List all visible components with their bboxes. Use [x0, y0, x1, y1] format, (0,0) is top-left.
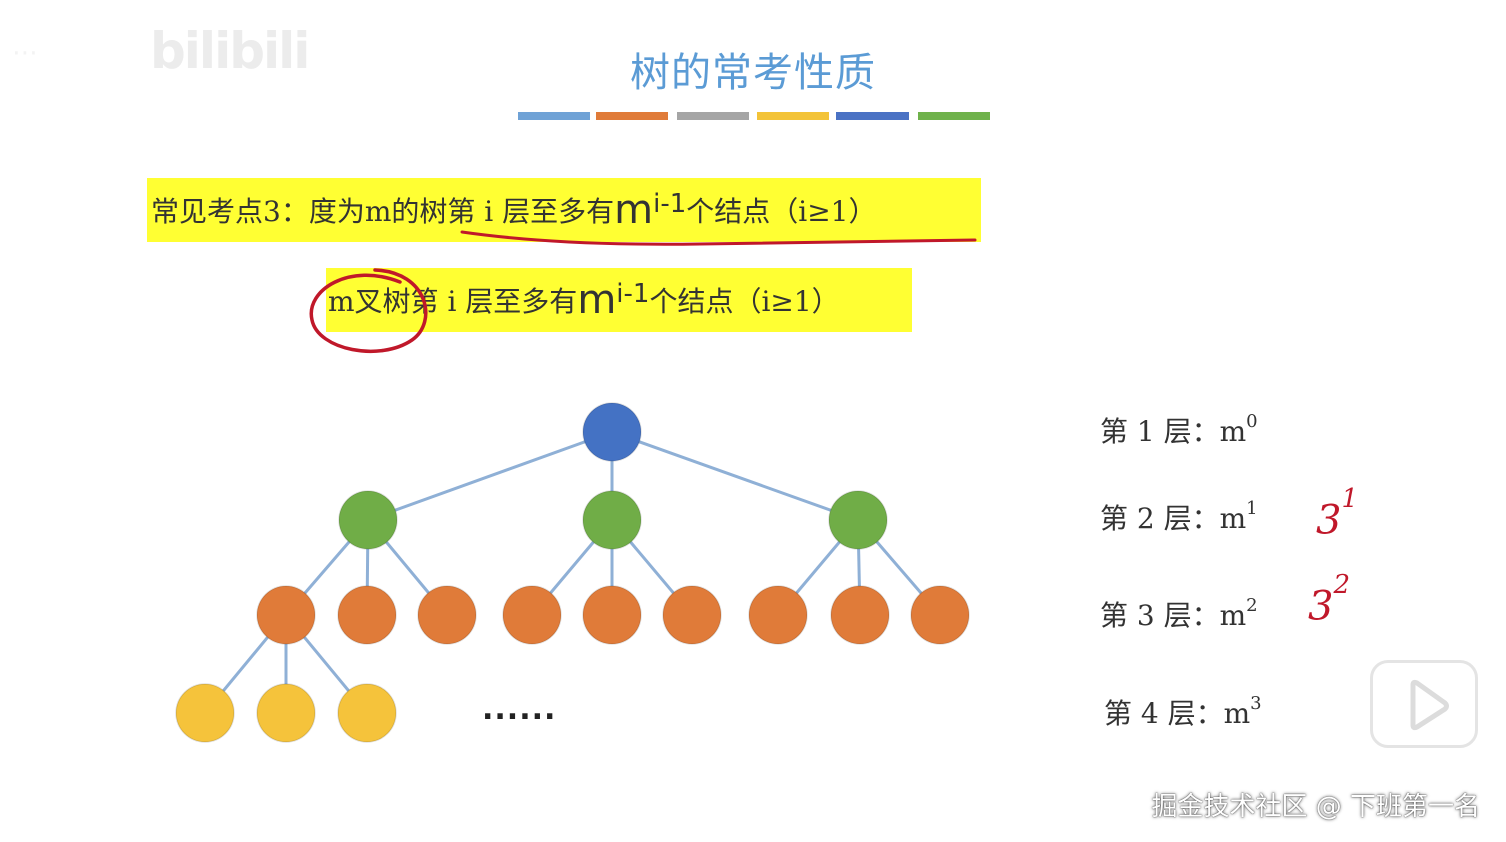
level-text: 第 2 层：m: [1100, 502, 1247, 535]
level-exponent: 2: [1246, 594, 1258, 616]
tree-node-level4: [337, 683, 397, 743]
tree-edge: [367, 430, 613, 522]
tree-node-level3: [662, 585, 722, 645]
level-2-label: 第 2 层：m1: [1100, 497, 1258, 537]
tree-nodes: [175, 402, 970, 743]
color-bar-segment: [918, 112, 990, 120]
annotation-base: 3: [1316, 497, 1342, 544]
annotation-exponent: 1: [1341, 484, 1358, 514]
level-exponent: 3: [1250, 692, 1262, 714]
ellipsis: ......: [482, 692, 557, 727]
level-text: 第 4 层：m: [1104, 697, 1251, 730]
tree-node-level2: [582, 490, 642, 550]
faded-watermark: ⋯: [12, 38, 38, 68]
tree-node-level3: [830, 585, 890, 645]
tree-edges: [203, 430, 942, 714]
circle-annotation: [309, 268, 428, 354]
level-1-label: 第 1 层：m0: [1100, 410, 1258, 450]
formula-exponent: i-1: [653, 189, 687, 219]
color-bar-segment: [836, 112, 909, 120]
color-bar-segment: [757, 112, 829, 120]
tree-node-level3: [748, 585, 808, 645]
formula-base: m: [614, 187, 654, 233]
statement-text: m叉树第 i 层至多有: [328, 285, 578, 318]
level-3-label: 第 3 层：m2: [1100, 594, 1258, 634]
tree-edge: [611, 430, 859, 522]
tree-node-level4: [175, 683, 235, 743]
play-button[interactable]: [1370, 660, 1478, 748]
formula-base: m: [577, 277, 617, 323]
level-text: 第 3 层：m: [1100, 599, 1247, 632]
handwritten-annotation: 32: [1308, 570, 1350, 630]
annotation-exponent: 2: [1333, 570, 1350, 600]
tree-node-level3: [417, 585, 477, 645]
level-exponent: 0: [1246, 410, 1258, 432]
underline-annotation: [460, 230, 977, 246]
watermark: 掘金技术社区 @ 下班第一名: [1151, 792, 1480, 822]
level-text: 第 1 层：m: [1100, 415, 1247, 448]
bilibili-logo: bilibili: [150, 22, 310, 80]
tree-node-level2: [828, 490, 888, 550]
tree-node-level4: [256, 683, 316, 743]
handwritten-annotation: 31: [1316, 484, 1358, 544]
tree-node-level3: [256, 585, 316, 645]
property-text: 个结点（i≥1）: [686, 195, 877, 228]
level-exponent: 1: [1246, 497, 1258, 519]
formula-exponent: i-1: [616, 279, 650, 309]
level-4-label: 第 4 层：m3: [1104, 692, 1262, 732]
color-bar-segment: [596, 112, 668, 120]
play-icon: [1410, 679, 1449, 731]
slide-title: 树的常考性质: [630, 50, 876, 96]
tree-node-level3: [337, 585, 397, 645]
property-text: 常见考点3：度为m的树第 i 层至多有: [151, 195, 615, 228]
tree-node-level3: [582, 585, 642, 645]
tree-node-root: [582, 402, 642, 462]
annotation-base: 3: [1308, 583, 1334, 630]
statement-text: 个结点（i≥1）: [649, 285, 840, 318]
color-bar-segment: [677, 112, 749, 120]
color-bar-segment: [518, 112, 590, 120]
tree-node-level3: [910, 585, 970, 645]
tree-node-level3: [502, 585, 562, 645]
tree-node-level2: [338, 490, 398, 550]
